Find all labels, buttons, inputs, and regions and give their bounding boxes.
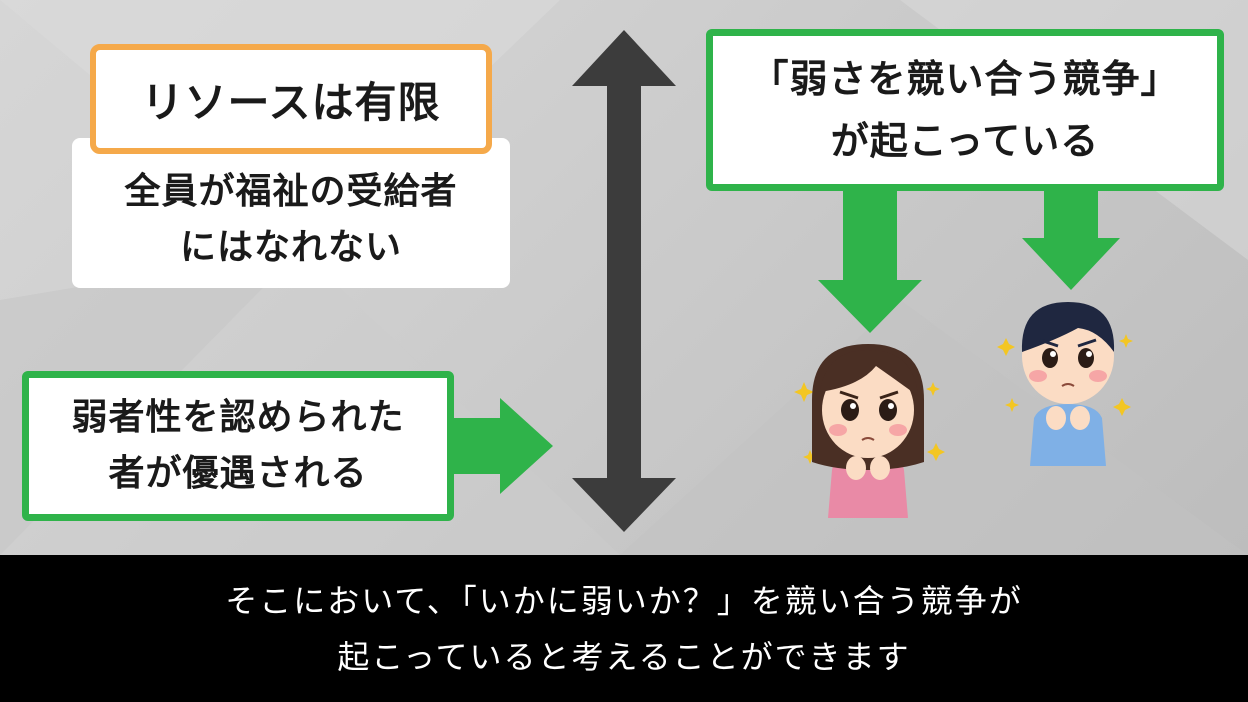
weak-preference-box: 弱者性を認められた 者が優遇される <box>22 371 454 521</box>
resource-title-box: リソースは有限 <box>90 44 492 154</box>
resource-title: リソースは有限 <box>141 77 441 127</box>
welfare-line-1: 全員が福祉の受給者 <box>124 171 458 212</box>
competition-box: 「弱さを競い合う競争」 が起こっている <box>706 29 1224 191</box>
double-vertical-arrow-icon <box>572 30 676 532</box>
worried-boy-illustration <box>997 302 1133 466</box>
compete-line-2: が起こっている <box>830 119 1100 163</box>
weak-line-1: 弱者性を認められた <box>71 397 405 438</box>
right-arrow-icon <box>454 398 553 494</box>
weak-line-2: 者が優遇される <box>108 453 368 494</box>
subtitle-line-2: 起こっていると考えることができます <box>337 637 911 676</box>
subtitle-caption: そこにおいて、「いかに弱いか？」を競い合う競争が 起こっていると考えることができ… <box>0 555 1248 702</box>
compete-line-1: 「弱さを競い合う競争」 <box>750 57 1180 101</box>
slide-canvas: 全員が福祉の受給者 にはなれない リソースは有限 弱者性を認められた 者が優遇さ… <box>0 0 1248 555</box>
welfare-statement-box: 全員が福祉の受給者 にはなれない <box>72 138 510 288</box>
welfare-line-2: にはなれない <box>179 227 402 268</box>
subtitle-line-1: そこにおいて、「いかに弱いか？」を競い合う競争が <box>225 581 1023 620</box>
worried-girl-illustration <box>794 344 945 518</box>
down-arrow-icon <box>818 191 1120 333</box>
